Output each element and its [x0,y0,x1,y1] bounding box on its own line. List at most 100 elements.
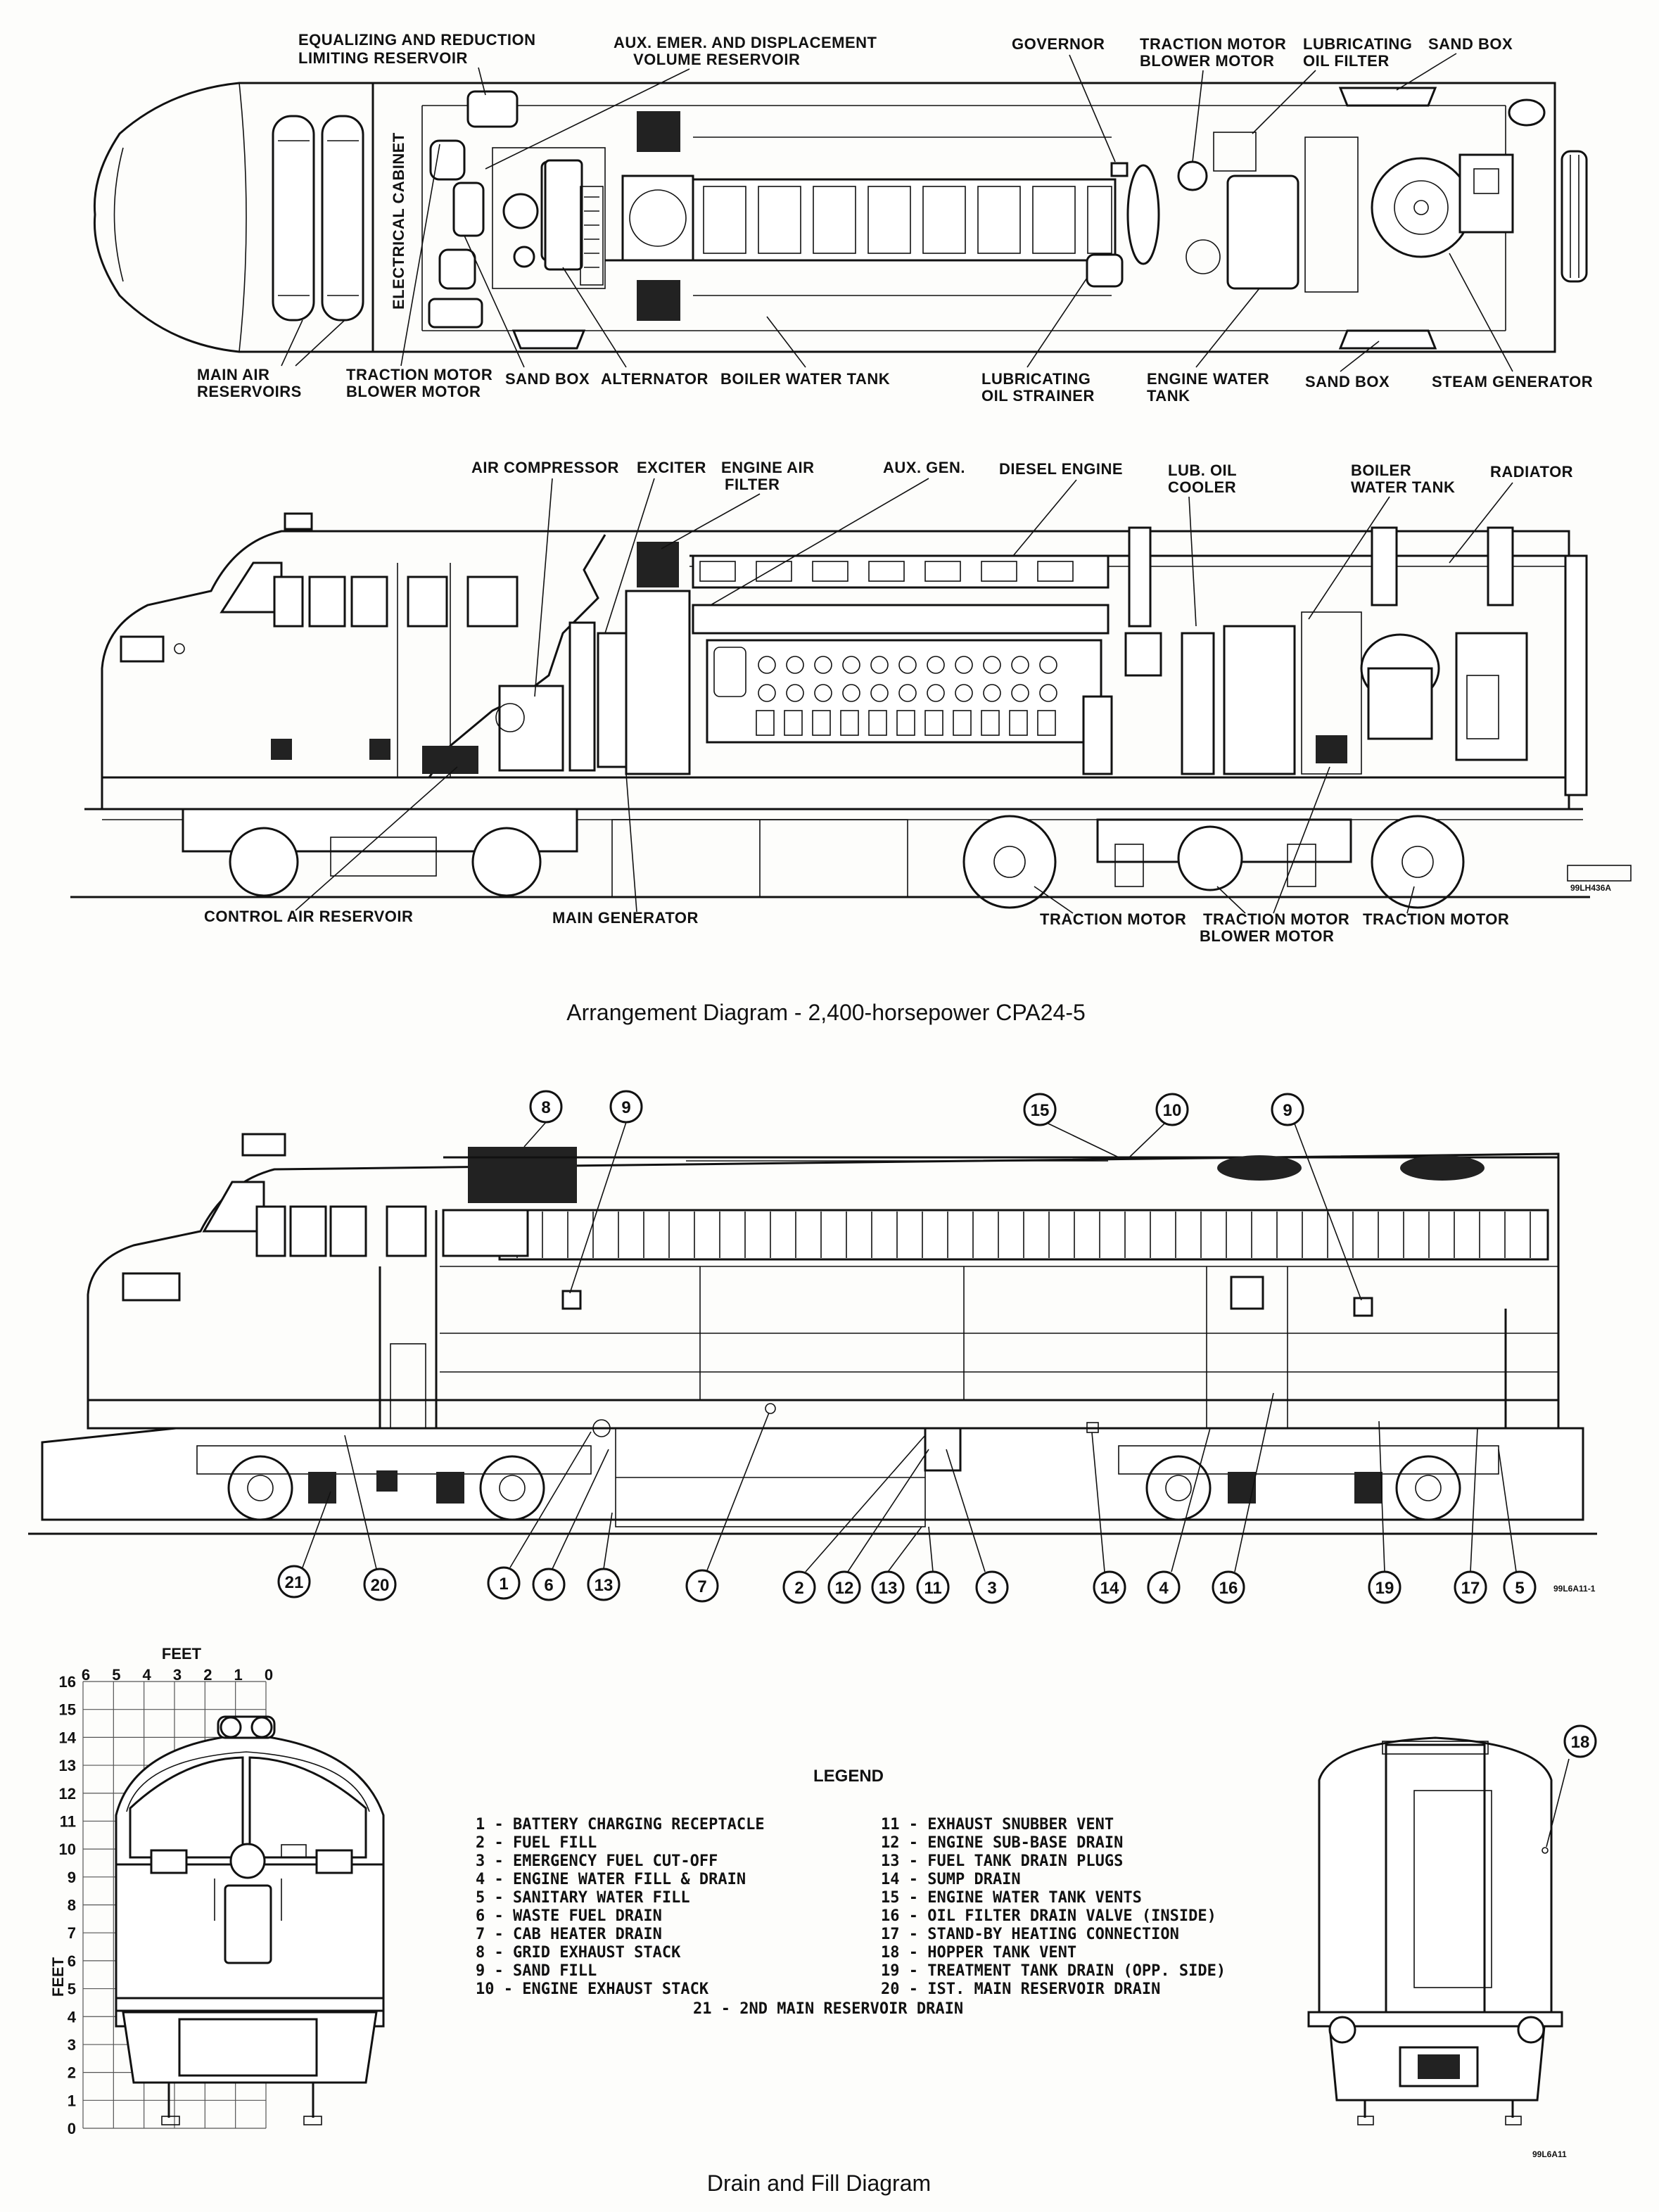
callout-9-rear[interactable]: 9 [1271,1093,1304,1126]
drawing-number-3: 99L6A11 [1532,2149,1567,2159]
label-lub-oil-strainer-2: OIL STRAINER [981,387,1095,405]
drain-fill-callouts[interactable]: 8 9 15 10 9 21 20 1 6 13 7 2 12 13 11 3 … [277,1090,1596,1604]
label-sand-box-top: SAND BOX [1428,35,1513,53]
callout-13-front[interactable]: 13 [587,1568,621,1601]
svg-text:13: 13 [879,1579,898,1598]
callout-4[interactable]: 4 [1147,1570,1181,1604]
label-main-air-1: MAIN AIR [197,366,269,383]
label-lub-oil-cooler-2: COOLER [1168,478,1236,496]
svg-text:19: 19 [1375,1579,1394,1598]
callout-17[interactable]: 17 [1454,1570,1487,1604]
label-lub-oil-strainer-1: LUBRICATING [981,370,1091,388]
callout-12[interactable]: 12 [827,1570,861,1604]
callout-7[interactable]: 7 [685,1569,719,1603]
svg-text:7: 7 [697,1577,706,1596]
label-sand-box-bot-2: SAND BOX [1305,373,1390,390]
label-traction-blower-top-1: TRACTION MOTOR [1140,35,1286,53]
callout-6[interactable]: 6 [532,1568,566,1601]
caption-arrangement: Arrangement Diagram - 2,400-horsepower C… [566,1000,1086,1025]
elevation-labels: AIR COMPRESSOR EXCITER ENGINE AIR FILTER… [204,459,1611,945]
svg-text:16: 16 [1219,1579,1238,1598]
scale-x-tick: 0 [265,1666,273,1684]
legend-item-17: 17 - STAND-BY HEATING CONNECTION [881,1926,1179,1943]
legend-title: LEGEND [813,1767,884,1786]
scale-y-tick: 3 [68,2036,76,2054]
callout-19[interactable]: 19 [1368,1570,1401,1604]
scale-y-tick: 6 [68,1952,76,1970]
legend-item-4: 4 - ENGINE WATER FILL & DRAIN [476,1871,746,1888]
label-traction-motor-3: TRACTION MOTOR [1363,910,1509,928]
legend-item-2: 2 - FUEL FILL [476,1834,597,1852]
scale-x-tick: 4 [143,1666,152,1684]
label-diesel-engine: DIESEL ENGINE [999,460,1123,478]
scale-x-tick: 1 [234,1666,243,1684]
legend-item-5: 5 - SANITARY WATER FILL [476,1889,690,1907]
legend: LEGEND 1 - BATTERY CHARGING RECEPTACLE2 … [476,1767,1226,2018]
callout-5[interactable]: 5 [1503,1570,1537,1604]
callout-3[interactable]: 3 [975,1570,1009,1604]
callout-1[interactable]: 1 [487,1566,521,1600]
legend-item-21: 21 - 2ND MAIN RESERVOIR DRAIN [693,2000,963,2018]
label-equalizing-reservoir-1: EQUALIZING AND REDUCTION [298,31,536,49]
callout-21[interactable]: 21 [277,1565,311,1598]
label-radiator: RADIATOR [1490,463,1573,481]
scale-y-tick: 8 [68,1897,76,1914]
label-lub-oil-cooler-1: LUB. OIL [1168,462,1237,479]
label-sand-box-bot-1: SAND BOX [505,370,590,388]
callout-8[interactable]: 8 [529,1090,563,1124]
callout-15[interactable]: 15 [1023,1093,1057,1126]
svg-text:13: 13 [595,1576,614,1595]
label-aux-gen: AUX. GEN. [883,459,965,476]
callout-10[interactable]: 10 [1155,1093,1189,1126]
callout-16[interactable]: 16 [1212,1570,1245,1604]
scale-y-tick: 10 [59,1841,76,1858]
plan-labels: EQUALIZING AND REDUCTION LIMITING RESERV… [197,31,1593,405]
label-traction-motor-2: TRACTION MOTOR [1203,910,1349,928]
label-governor: GOVERNOR [1012,35,1105,53]
scale-x-tick: 6 [82,1666,90,1684]
label-main-generator: MAIN GENERATOR [552,909,699,927]
svg-text:21: 21 [285,1573,304,1592]
callout-18[interactable]: 18 [1563,1724,1597,1758]
legend-item-16: 16 - OIL FILTER DRAIN VALVE (INSIDE) [881,1907,1216,1925]
svg-text:12: 12 [835,1579,854,1598]
label-engine-water-tank-2: TANK [1147,387,1190,405]
scale-x-tick: 2 [203,1666,212,1684]
label-boiler-water-tank-1: BOILER [1351,462,1411,479]
callout-14[interactable]: 14 [1093,1570,1126,1604]
label-engine-water-tank-1: ENGINE WATER [1147,370,1269,388]
callout-11[interactable]: 11 [916,1570,950,1604]
callout-9-front[interactable]: 9 [609,1090,643,1124]
scale-y-tick: 12 [59,1785,76,1803]
side-elevation-cutaway [70,512,1632,909]
legend-item-1: 1 - BATTERY CHARGING RECEPTACLE [476,1816,765,1833]
label-boiler-water-tank-2: WATER TANK [1351,478,1455,496]
rear-end-view: 18 99L6A11 [1307,1724,1597,2159]
callout-2[interactable]: 2 [782,1570,816,1604]
drawing-number-2: 99L6A11-1 [1553,1584,1596,1594]
scale-y-tick: 4 [68,2008,77,2026]
legend-item-15: 15 - ENGINE WATER TANK VENTS [881,1889,1142,1907]
label-aux-emer-reservoir-1: AUX. EMER. AND DISPLACEMENT [614,34,877,51]
label-traction-motor-1: TRACTION MOTOR [1040,910,1186,928]
callout-20[interactable]: 20 [363,1568,397,1601]
label-traction-blower-top-2: BLOWER MOTOR [1140,52,1274,70]
label-boiler-water-tank: BOILER WATER TANK [720,370,890,388]
label-lub-oil-filter-2: OIL FILTER [1303,52,1390,70]
scale-x-tick: 5 [112,1666,120,1684]
scale-title: FEET [162,1645,202,1663]
scale-y-tick: 15 [59,1701,76,1719]
svg-text:10: 10 [1163,1101,1182,1120]
legend-item-13: 13 - FUEL TANK DRAIN PLUGS [881,1852,1123,1870]
svg-text:14: 14 [1100,1579,1119,1598]
scale-y-tick: 11 [60,1812,76,1830]
svg-text:3: 3 [987,1579,996,1598]
label-traction-blower-bot-2: BLOWER MOTOR [346,383,481,400]
legend-item-9: 9 - SAND FILL [476,1962,597,1980]
svg-text:8: 8 [541,1098,550,1117]
scale-y-tick: 9 [68,1869,76,1886]
label-exciter: EXCITER [637,459,706,476]
callout-13-rear[interactable]: 13 [871,1570,905,1604]
svg-text:20: 20 [371,1576,390,1595]
